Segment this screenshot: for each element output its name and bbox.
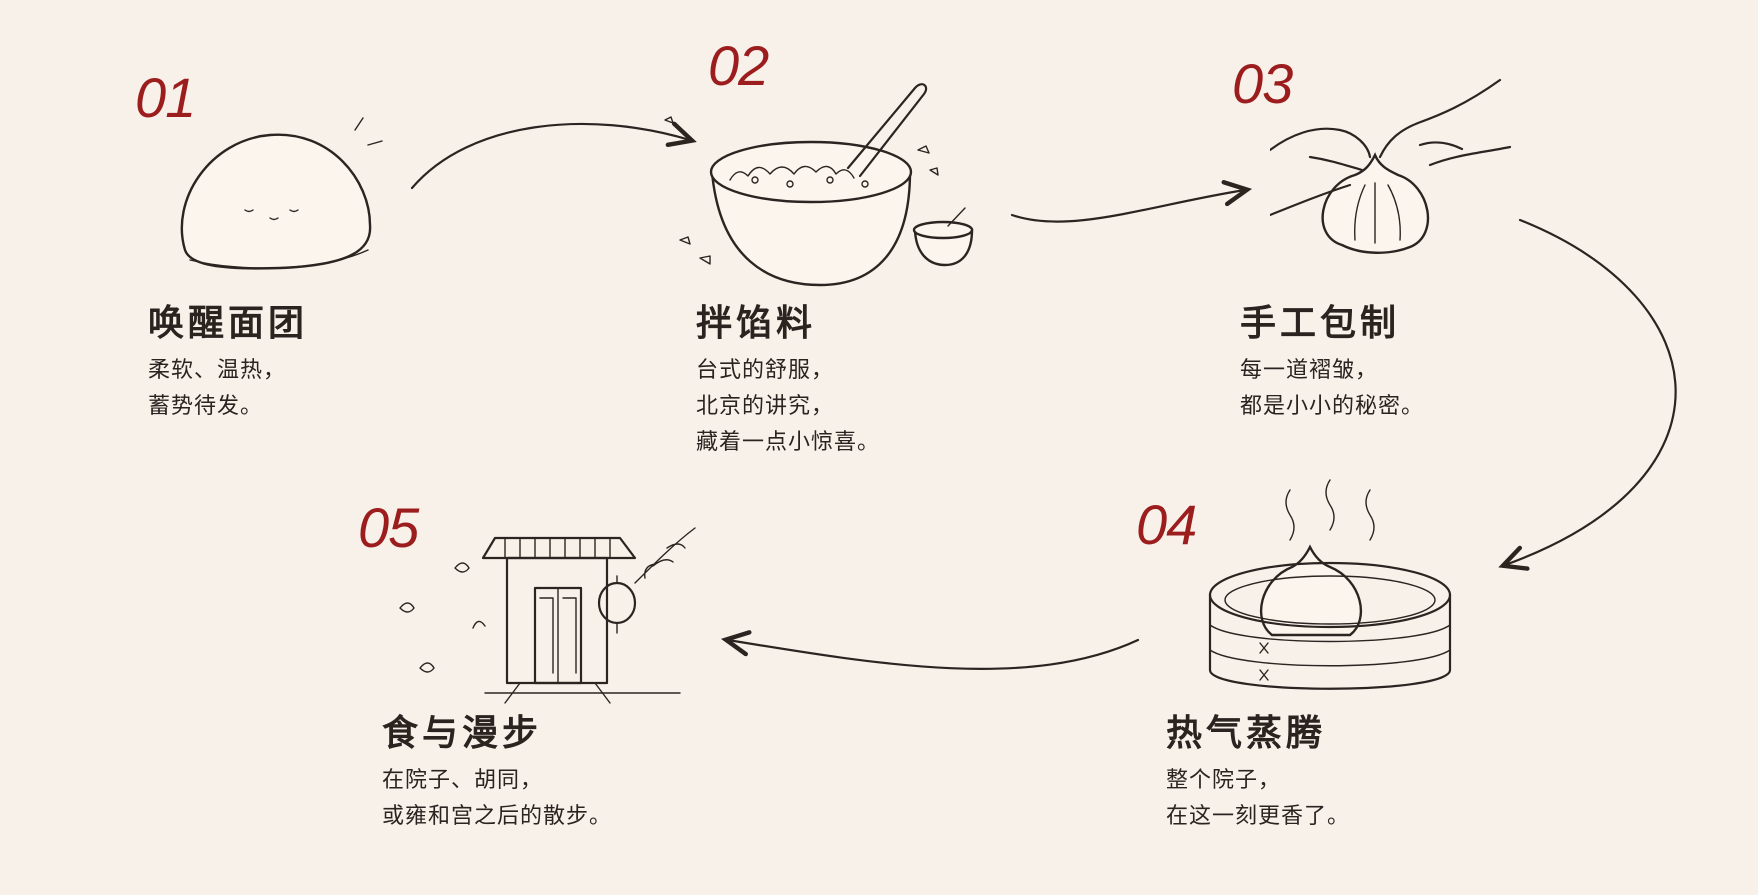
- arrow-04-05: [728, 640, 1138, 669]
- step-title: 唤醒面团: [148, 305, 308, 341]
- step-description: 每一道褶皱， 都是小小的秘密。: [1240, 353, 1424, 425]
- description-line: 蓄势待发。: [148, 389, 286, 425]
- bamboo-steamer-icon: [1200, 475, 1470, 715]
- step-title: 手工包制: [1240, 305, 1400, 341]
- mixing-bowl-icon: [660, 80, 990, 290]
- wrapping-hands-icon: [1270, 75, 1530, 285]
- step-title: 热气蒸腾: [1166, 715, 1326, 751]
- description-line: 都是小小的秘密。: [1240, 389, 1424, 425]
- step-title: 拌馅料: [696, 305, 816, 341]
- step-title: 食与漫步: [382, 715, 542, 751]
- description-line: 北京的讲究，: [696, 389, 880, 425]
- arrow-01-02: [412, 124, 690, 188]
- description-line: 台式的舒服，: [696, 353, 880, 389]
- description-line: 在院子、胡同，: [382, 763, 612, 799]
- description-line: 藏着一点小惊喜。: [696, 425, 880, 461]
- step-description: 台式的舒服， 北京的讲究， 藏着一点小惊喜。: [696, 353, 880, 461]
- description-line: 柔软、温热，: [148, 353, 286, 389]
- dough-ball-icon: [170, 110, 390, 280]
- step-description: 整个院子， 在这一刻更香了。: [1166, 763, 1350, 835]
- arrow-02-03: [1012, 190, 1245, 222]
- arrow-03-04: [1505, 220, 1676, 565]
- description-line: 每一道褶皱，: [1240, 353, 1424, 389]
- description-line: 或雍和宫之后的散步。: [382, 799, 612, 835]
- step-description: 在院子、胡同， 或雍和宫之后的散步。: [382, 763, 612, 835]
- courtyard-gate-icon: [395, 508, 715, 718]
- step-description: 柔软、温热， 蓄势待发。: [148, 353, 286, 425]
- step-number: 04: [1136, 497, 1196, 553]
- description-line: 在这一刻更香了。: [1166, 799, 1350, 835]
- description-line: 整个院子，: [1166, 763, 1350, 799]
